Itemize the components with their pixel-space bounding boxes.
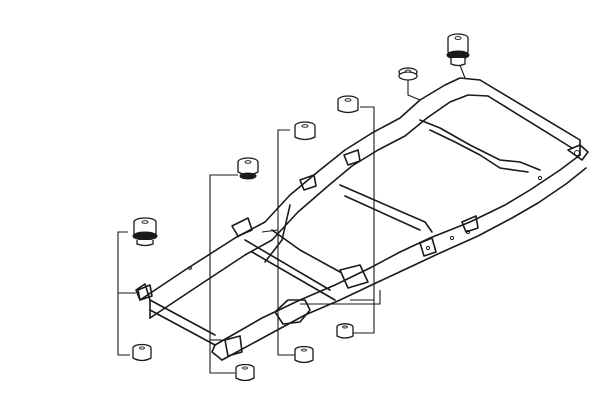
bushing-upper-mid-front <box>237 157 259 180</box>
right-side-rail-inner <box>221 167 587 361</box>
rear-bracket <box>567 144 589 161</box>
outrigger-left-1 <box>231 217 253 237</box>
front-crossmember <box>149 299 216 336</box>
bushing-upper-mid <box>294 121 316 141</box>
bushing-upper-front <box>132 217 158 247</box>
crossmember-4-lower <box>429 129 529 173</box>
right-rail-front-end <box>211 344 223 361</box>
bushing-lower-mid-rear <box>336 323 354 339</box>
x-brace-b <box>264 204 291 263</box>
left-rail-front-end <box>135 283 151 319</box>
left-side-rail <box>139 77 481 301</box>
outrigger-left-2 <box>299 174 317 191</box>
ladder-frame <box>135 77 589 361</box>
outrigger-right-4 <box>461 215 479 233</box>
crossmember-3-lower <box>344 195 421 231</box>
crossmember-4 <box>419 119 541 171</box>
outrigger-right-2 <box>339 264 369 289</box>
bushing-upper-rear <box>446 33 470 67</box>
outrigger-right-1 <box>224 335 243 357</box>
bushing-lower-mid <box>294 345 314 364</box>
front-crossmember-lower <box>149 309 216 346</box>
x-brace-a <box>271 229 341 273</box>
outrigger-front <box>137 284 153 301</box>
rear-crossmember-lower <box>487 95 573 149</box>
outrigger-right-3 <box>419 237 437 257</box>
right-side-rail <box>214 154 581 346</box>
outrigger-left-3 <box>343 149 361 166</box>
bushing-lower-mid-front <box>235 363 255 382</box>
washer-rear <box>398 67 418 81</box>
bushing-lower-front <box>132 343 152 362</box>
steering-gear-bracket <box>274 299 311 325</box>
bushing-upper-mid-rear <box>337 95 359 114</box>
rear-crossmember <box>479 79 581 156</box>
crossmember-2 <box>244 239 331 291</box>
left-side-rail-inner <box>149 94 489 319</box>
crossmember-2-lower <box>251 251 336 301</box>
crossmember-3 <box>339 184 433 233</box>
